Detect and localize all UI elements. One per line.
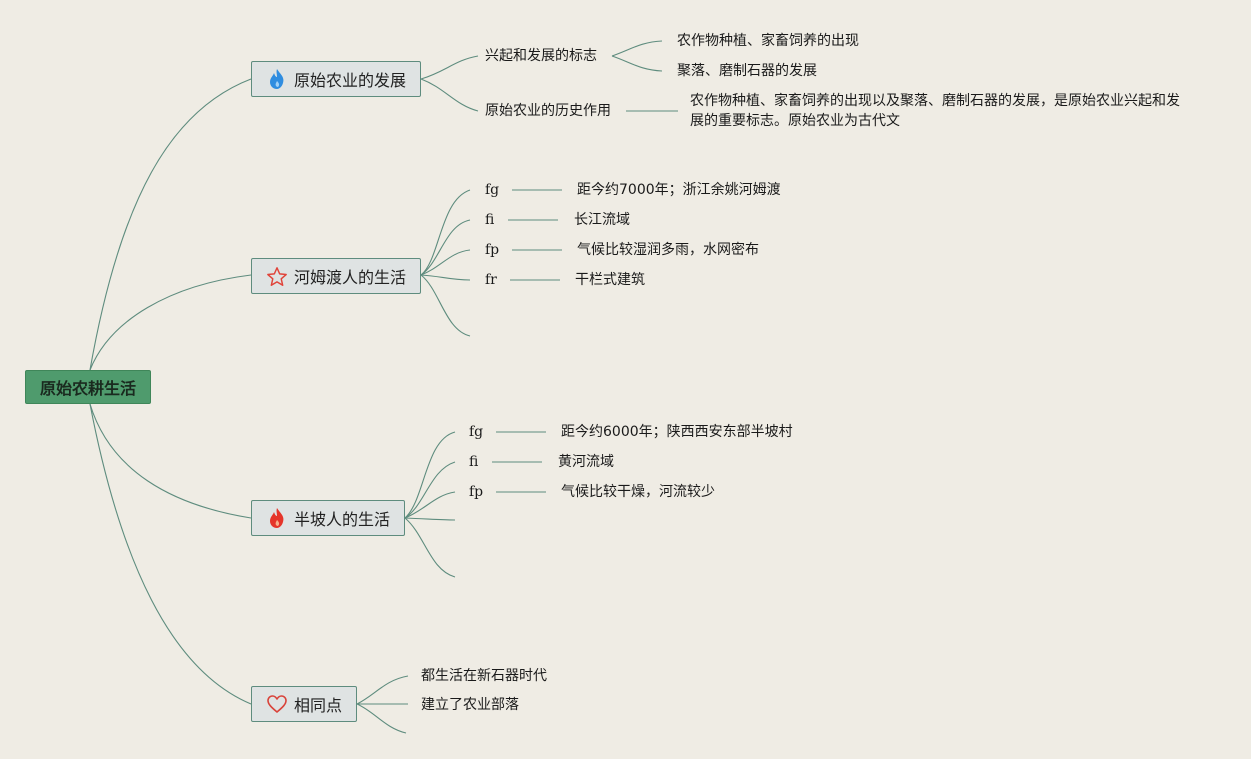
connector-root-branch3 [89,403,252,519]
leaf-node[interactable]: 建立了农业部落 [421,697,519,713]
item-code: fg [485,182,500,198]
branch-label: 原始农业的发展 [294,71,407,90]
connector-b2-items [420,189,471,276]
root-label: 原始农耕生活 [39,379,136,398]
branch-node-similarities[interactable]: 相同点 [251,686,357,722]
star-outline-icon [266,265,288,287]
connector-root-branch4 [89,403,252,705]
fire-blue-icon [266,68,288,90]
item-code: fr [485,272,497,288]
item-code: fi [469,454,479,470]
leaf-node[interactable]: 距今约7000年；浙江余姚河姆渡 [577,182,781,198]
branch-label: 相同点 [294,696,343,715]
item-code: fg [469,424,484,440]
item-code: fp [485,242,500,258]
connector-b3-items [404,431,456,519]
branch-label: 半坡人的生活 [294,510,391,529]
connector-root-branch1 [89,78,252,371]
leaf-node[interactable]: 气候比较湿润多雨，水网密布 [577,242,759,258]
leaf-node[interactable]: 距今约6000年；陕西西安东部半坡村 [561,424,793,440]
root-node[interactable]: 原始农耕生活 [25,370,151,404]
leaf-node[interactable]: 干栏式建筑 [575,272,645,288]
fire-red-icon [266,507,288,529]
connector-root-branch2 [89,274,252,371]
leaf-node[interactable]: 农作物种植、家畜饲养的出现 [677,33,859,49]
leaf-node[interactable]: 农作物种植、家畜饲养的出现以及聚落、磨制石器的发展，是原始农业兴起和发展的重要标… [690,93,1180,129]
leaf-node[interactable]: 都生活在新石器时代 [421,668,547,684]
leaf-node[interactable]: 黄河流域 [558,454,614,470]
branch-node-banpo[interactable]: 半坡人的生活 [251,500,405,536]
heart-outline-icon [266,693,288,715]
branch-label: 河姆渡人的生活 [294,268,407,287]
item-code: fp [469,484,484,500]
leaf-node[interactable]: 长江流域 [574,212,630,228]
connector-b1-sub2 [420,78,479,112]
leaf-node[interactable]: 聚落、磨制石器的发展 [677,63,817,79]
connector-sub1-leaves [611,40,663,57]
item-code: fi [485,212,495,228]
branch-node-agriculture[interactable]: 原始农业的发展 [251,61,421,97]
branch-node-hemudu[interactable]: 河姆渡人的生活 [251,258,421,294]
connector-b1-sub1 [420,55,479,80]
connector-b4-items [356,675,409,705]
sub-node-role[interactable]: 原始农业的历史作用 [485,103,611,119]
sub-node-sign[interactable]: 兴起和发展的标志 [485,48,597,64]
leaf-node[interactable]: 气候比较干燥，河流较少 [561,484,715,500]
